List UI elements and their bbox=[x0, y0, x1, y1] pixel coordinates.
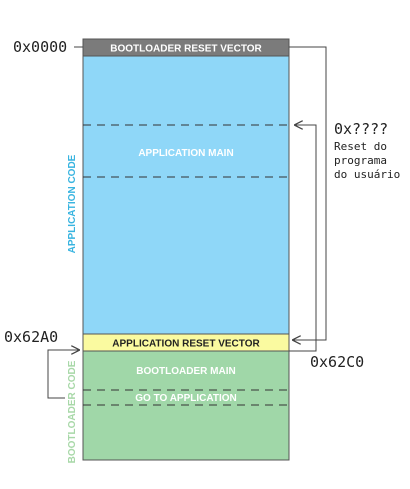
bootloader-reset-vector-label: BOOTLOADER RESET VECTOR bbox=[110, 44, 262, 55]
app-vector-to-user-reset-arrow bbox=[289, 125, 317, 352]
address-user-reset-label: 0x???? bbox=[334, 120, 388, 138]
annotation-line-2: programa bbox=[334, 154, 387, 167]
annotation-line-3: do usuário bbox=[334, 168, 400, 181]
application-code-side-label: APPLICATION CODE bbox=[67, 154, 78, 253]
bootloader-code-side-label: BOOTLOADER CODE bbox=[67, 360, 78, 463]
address-boot-start-label: 0x62A0 bbox=[4, 328, 58, 346]
bootloader-main-label: BOOTLOADER MAIN bbox=[136, 366, 235, 377]
go-to-application-label: GO TO APPLICATION bbox=[135, 393, 236, 404]
address-start-label: 0x0000 bbox=[13, 38, 67, 56]
annotation-line-1: Reset do bbox=[334, 140, 387, 153]
boot-code-bracket-arrow bbox=[47, 350, 79, 399]
application-reset-vector-label: APPLICATION RESET VECTOR bbox=[112, 339, 260, 350]
application-main-label: APPLICATION MAIN bbox=[138, 148, 233, 159]
bootloader-vector-to-boot-arrow bbox=[289, 46, 327, 340]
application-code-block bbox=[82, 55, 290, 335]
address-app-vector-target-label: 0x62C0 bbox=[310, 353, 364, 371]
